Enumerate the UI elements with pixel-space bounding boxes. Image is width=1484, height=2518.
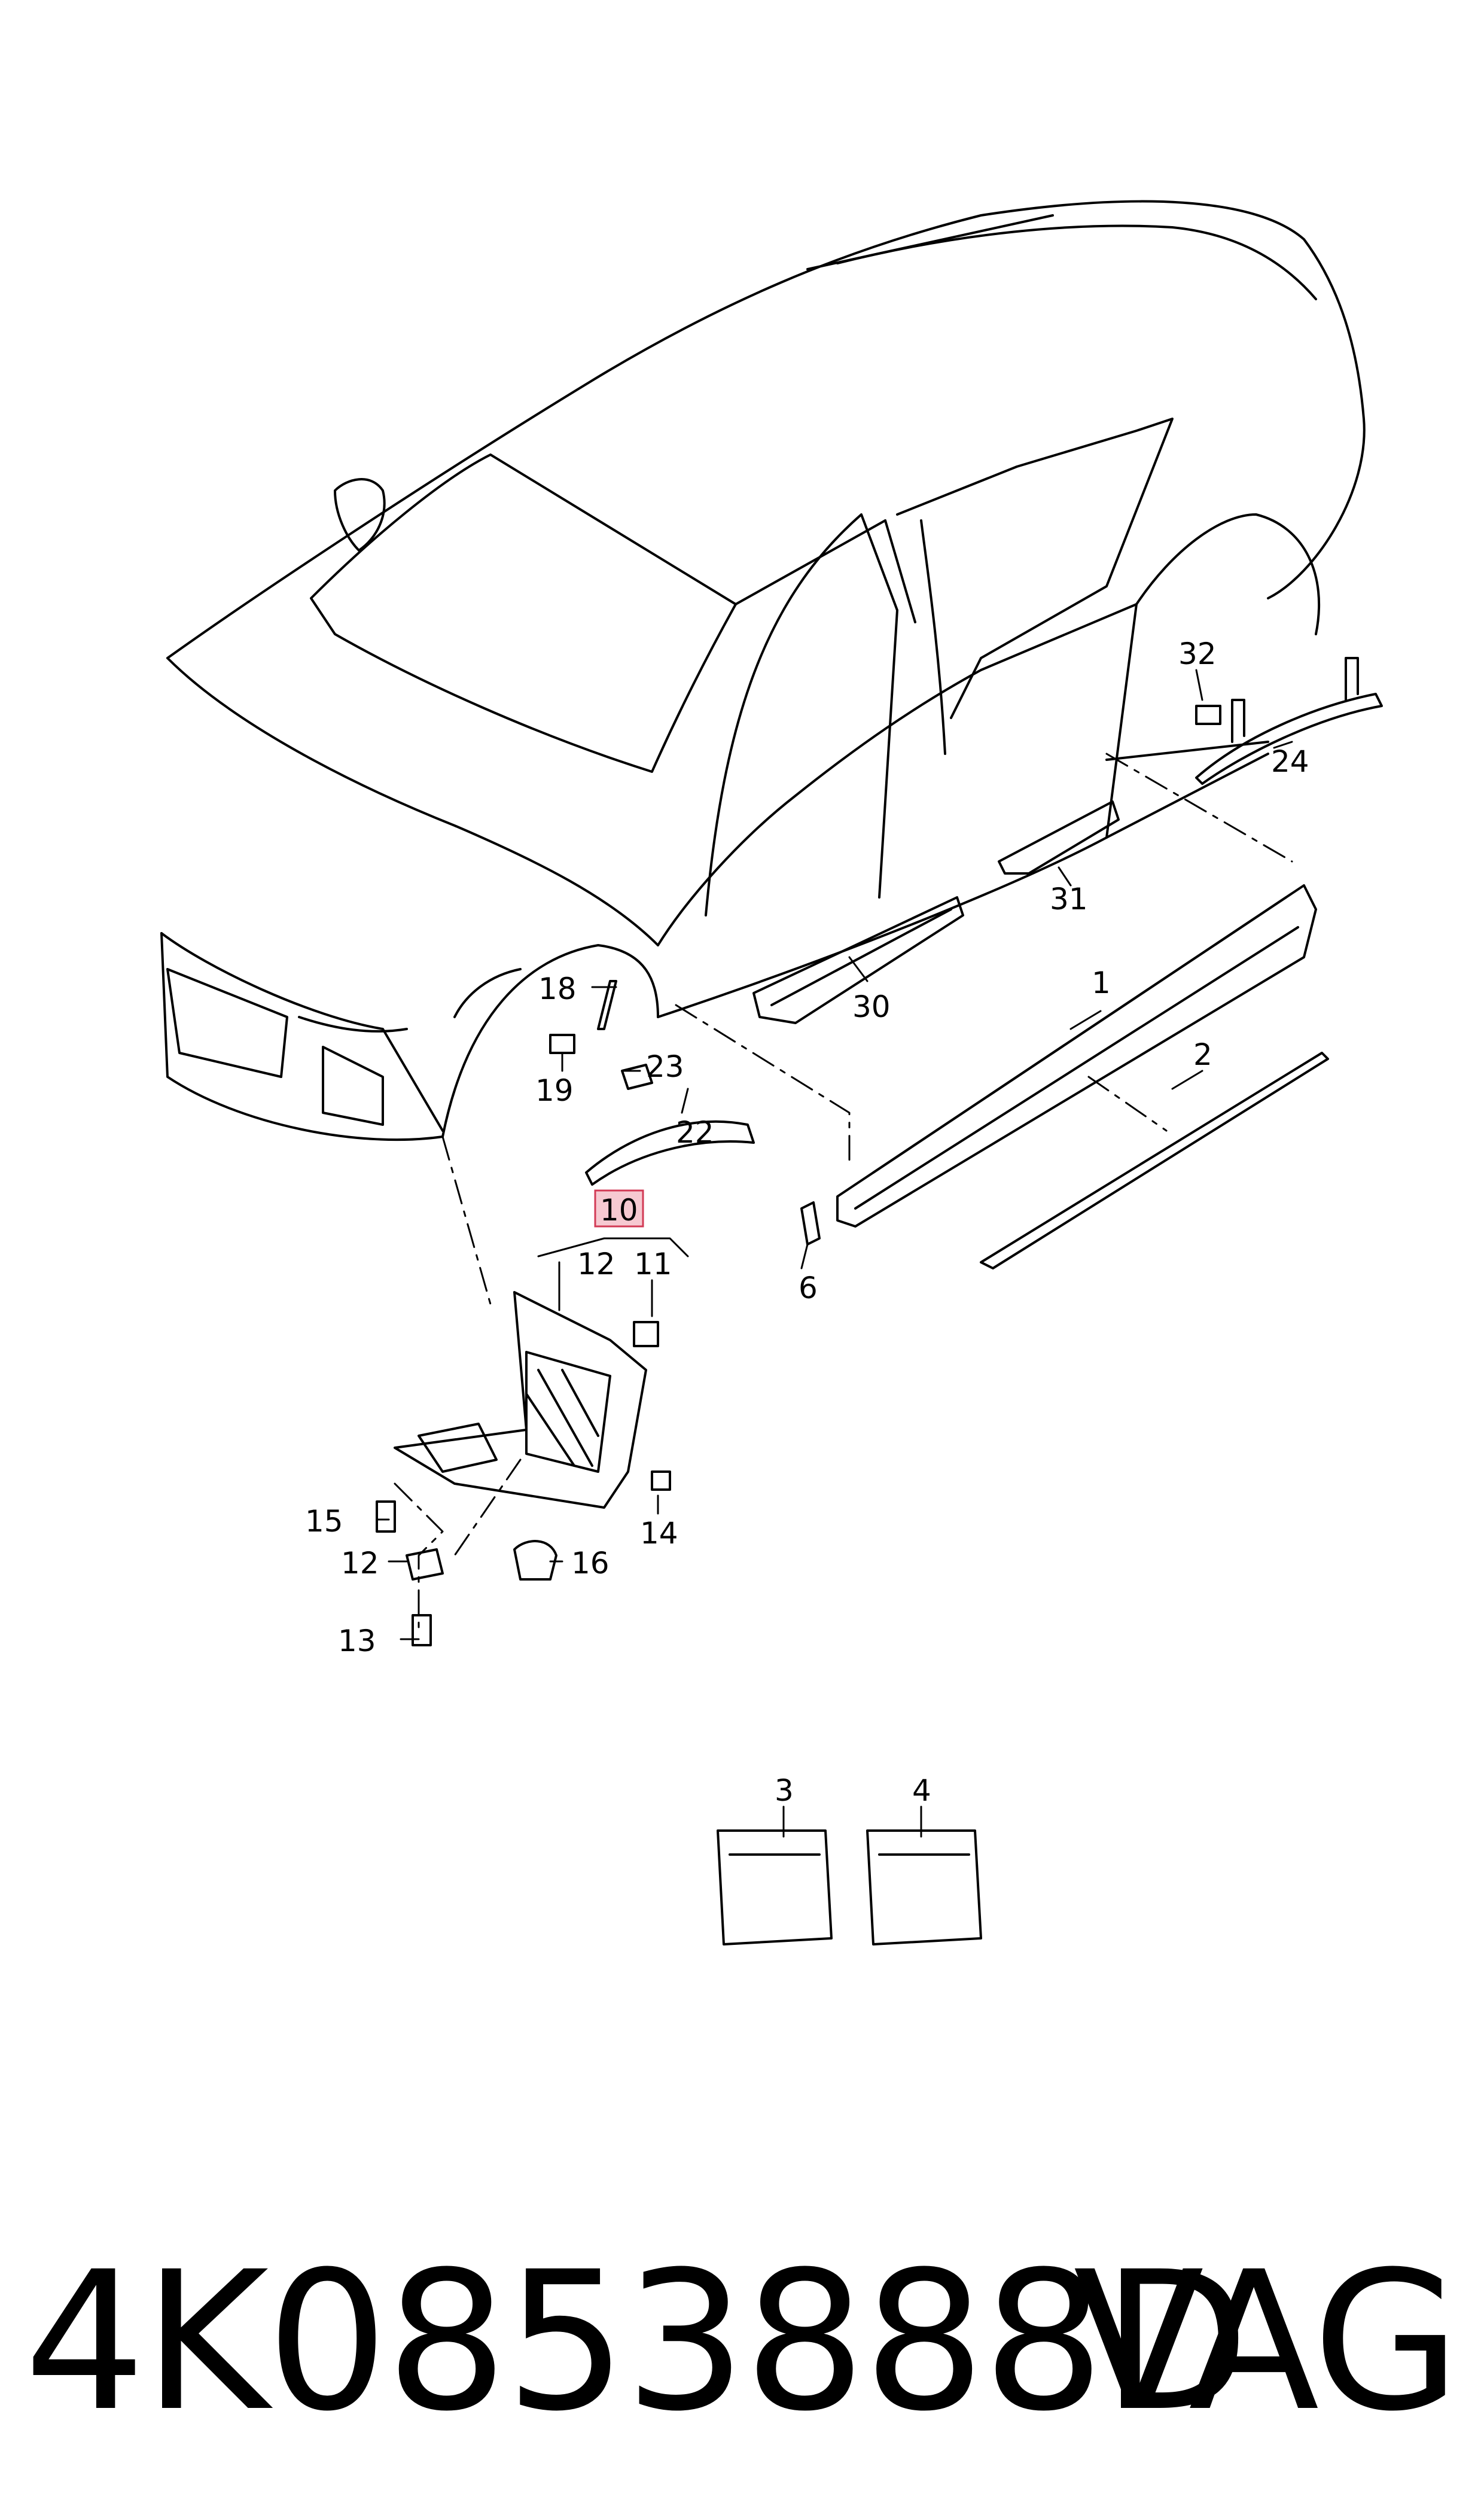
label-31: 31: [1050, 882, 1088, 917]
part-number: 4K0853888D: [24, 2231, 1250, 2453]
bag-part-4: [866, 1829, 982, 1945]
label-30: 30: [852, 989, 891, 1024]
label-4: 4: [912, 1773, 931, 1808]
label-14: 14: [640, 1516, 678, 1551]
label-15: 15: [305, 1504, 343, 1539]
leader-lines: [394, 753, 1293, 1628]
label-10: 10: [600, 1193, 638, 1228]
label-11: 11: [634, 1247, 672, 1281]
callout-lines: [376, 669, 1293, 1838]
label-6: 6: [799, 1271, 818, 1305]
label-12-lower: 12: [341, 1546, 379, 1581]
label-3: 3: [775, 1773, 794, 1808]
label-19: 19: [535, 1073, 574, 1108]
entry-sill-front: [752, 896, 964, 1024]
small-fasteners: [376, 705, 1221, 1646]
rear-arch-trim: [1195, 693, 1383, 785]
front-arch-trim: [585, 1120, 755, 1186]
label-18: 18: [538, 972, 577, 1006]
label-32: 32: [1178, 637, 1217, 671]
bag-part-3: [717, 1829, 833, 1945]
label-1: 1: [1092, 966, 1111, 1000]
trim-strip: [980, 1052, 1329, 1269]
wheelhouse-liner: [394, 1291, 647, 1509]
car-body-outline: [160, 200, 1366, 1141]
parts-diagram: 1 2 3 4 6 10 11 12 12 13 14 15 16 18 19 …: [160, 200, 1383, 1945]
label-12-upper: 12: [577, 1247, 615, 1281]
label-2: 2: [1193, 1037, 1212, 1072]
label-24: 24: [1271, 744, 1309, 779]
entry-sill-rear: [998, 800, 1120, 875]
label-22: 22: [676, 1115, 714, 1150]
highlight-box-10: [594, 1189, 644, 1228]
part-labels: 1 2 3 4 6 10 11 12 12 13 14 15 16 18 19 …: [305, 637, 1309, 1808]
label-13: 13: [338, 1624, 376, 1658]
label-23: 23: [646, 1049, 684, 1084]
label-16: 16: [571, 1546, 610, 1581]
brand-name: VAG: [1073, 2231, 1461, 2453]
side-sill-panel: [836, 884, 1317, 1228]
